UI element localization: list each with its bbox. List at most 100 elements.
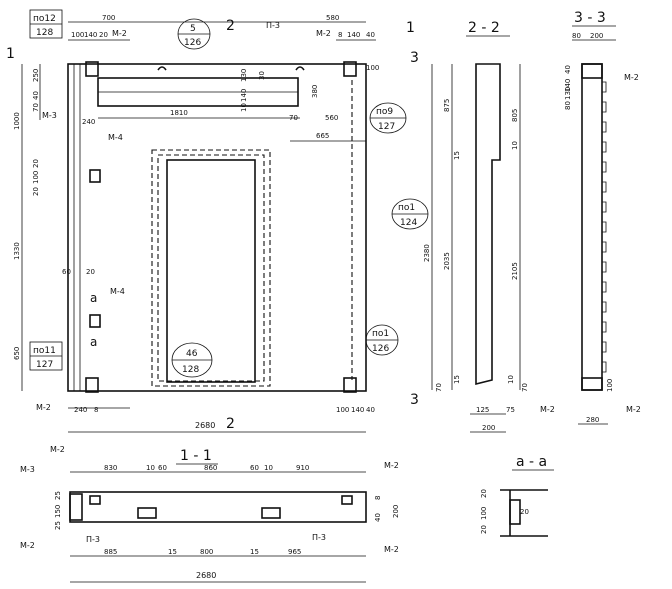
section-2-2-title: 2 - 2	[468, 20, 500, 36]
dim-2035: 2035	[443, 252, 451, 270]
dim-60-left: 60	[62, 268, 71, 276]
section-1-1: 1 - 1 830 10 60 860 60 10 910 885 15 800…	[20, 445, 400, 583]
dim-100-right: 100	[366, 64, 379, 72]
embed-m2-bottom-33	[581, 377, 603, 391]
section-2-marker-bottom: 2	[226, 416, 235, 432]
embed-m2-bottomleft	[85, 377, 99, 393]
dim-70: 70	[289, 114, 298, 122]
dim-100-aa: 100	[480, 507, 488, 520]
section-a-a-title: a - a	[516, 454, 547, 470]
dim-15-lower: 15	[453, 375, 461, 384]
embed-m2-top-33	[581, 63, 603, 79]
callout-number: по12	[33, 14, 56, 24]
embed-m3-plan	[69, 493, 83, 521]
lifting-loop-right	[295, 66, 305, 71]
dim-875: 875	[443, 99, 451, 112]
dim-580: 580	[326, 14, 339, 22]
dim-200-2-2: 200	[482, 424, 495, 432]
callout-46-128: 46 128	[171, 342, 213, 378]
dim-10-inner: 10	[240, 103, 248, 112]
embed-m2-plan-right	[341, 495, 353, 505]
label-m2-plan-topright: М-2	[384, 461, 399, 470]
dim-75: 75	[506, 406, 515, 414]
dim-70-left: 70	[32, 103, 40, 112]
dim-700: 700	[102, 14, 115, 22]
dim-860: 860	[204, 464, 217, 472]
dim-1000: 1000	[13, 112, 21, 130]
dim-20-aa-c: 20	[520, 508, 529, 516]
dim-20-aa-b: 20	[480, 525, 488, 534]
label-m2-plan-topleft: М-2	[50, 445, 65, 454]
dim-100-33: 100	[606, 379, 614, 392]
front-elevation: 700 580 100 140 20 8 140 40 1810 665 560…	[6, 9, 429, 433]
dim-20-aa-a: 20	[480, 489, 488, 498]
dim-60-1-1-b: 60	[250, 464, 259, 472]
section-a-marker-bottom: a	[90, 335, 97, 349]
dim-800: 800	[200, 548, 213, 556]
dim-130-33: 130	[564, 87, 572, 100]
dim-80b-33: 80	[564, 101, 572, 110]
dim-130: 130	[240, 69, 248, 82]
dim-805: 805	[511, 109, 519, 122]
section-3-marker-bottom: 3	[410, 392, 419, 408]
dim-40-plan: 40	[374, 513, 382, 522]
dim-140-top: 140	[84, 31, 97, 39]
dim-25-plan-a: 25	[54, 491, 62, 500]
callout-1-126: по1 126	[365, 324, 399, 356]
dim-80-33: 80	[572, 32, 581, 40]
label-m2-33-top: М-2	[624, 73, 639, 82]
callout-5-126: 5 126	[177, 18, 211, 50]
callout-number: по1	[372, 329, 389, 339]
section-a-marker-top: a	[90, 291, 97, 305]
label-m2-topright: М-2	[316, 29, 331, 38]
label-m3-front: М-3	[42, 111, 57, 120]
section-3-3-keys	[602, 81, 607, 373]
label-p3-plan-left: П-3	[86, 535, 100, 544]
dim-380: 380	[311, 85, 319, 98]
opening-outer-dashed	[151, 149, 271, 387]
section-3-3: 3 - 3 80 200 40 140 80 130 100 280 М-2 М…	[540, 10, 641, 425]
dim-25-plan-b: 25	[54, 521, 62, 530]
embed-p3-plan-right	[261, 507, 281, 519]
callout-sheet: 127	[36, 360, 53, 370]
dim-560: 560	[325, 114, 338, 122]
dim-140-inner: 140	[240, 89, 248, 102]
callout-sheet: 126	[184, 38, 201, 48]
opening-inner-dashed	[157, 154, 265, 382]
dim-10-1-1: 10	[146, 464, 155, 472]
label-m2-plan-bottomright: М-2	[384, 545, 399, 554]
dim-830: 830	[104, 464, 117, 472]
section-2-2-profile	[475, 63, 501, 386]
section-3-marker-top: 3	[410, 50, 419, 66]
label-p3-top: П-3	[266, 21, 280, 30]
label-m2-topleft: М-2	[112, 29, 127, 38]
dim-240-bottom: 240	[74, 406, 87, 414]
label-m4-upper: М-4	[108, 133, 123, 142]
callout-sheet: 128	[182, 365, 199, 375]
section-1-1-outline	[69, 491, 367, 523]
embed-m2-topleft	[85, 61, 99, 77]
embed-m2-plan-left	[89, 495, 101, 505]
dim-2680-front: 2680	[195, 421, 215, 430]
section-a-a-embed	[509, 499, 521, 525]
dim-910: 910	[296, 464, 309, 472]
callout-number: 46	[186, 349, 198, 359]
dim-100-left: 100	[32, 171, 40, 184]
dim-15-upper: 15	[453, 151, 461, 160]
callout-sheet: 126	[372, 344, 389, 354]
callout-sheet: 124	[400, 218, 417, 228]
dim-10-upper: 10	[511, 141, 519, 150]
dim-15-1-1-a: 15	[168, 548, 177, 556]
dim-20-left-a: 20	[32, 159, 40, 168]
label-m3-plan: М-3	[20, 465, 35, 474]
callout-number: по9	[376, 107, 393, 117]
dim-240-inner: 240	[82, 118, 95, 126]
section-1-marker-right: 1	[406, 20, 415, 36]
section-2-marker-top: 2	[226, 18, 235, 34]
dim-20-left-c: 20	[86, 268, 95, 276]
callout-number: по11	[33, 346, 56, 356]
dim-15-1-1-b: 15	[250, 548, 259, 556]
dim-665: 665	[316, 132, 329, 140]
dim-40-bottom: 40	[366, 406, 375, 414]
dim-20-left-b: 20	[32, 187, 40, 196]
